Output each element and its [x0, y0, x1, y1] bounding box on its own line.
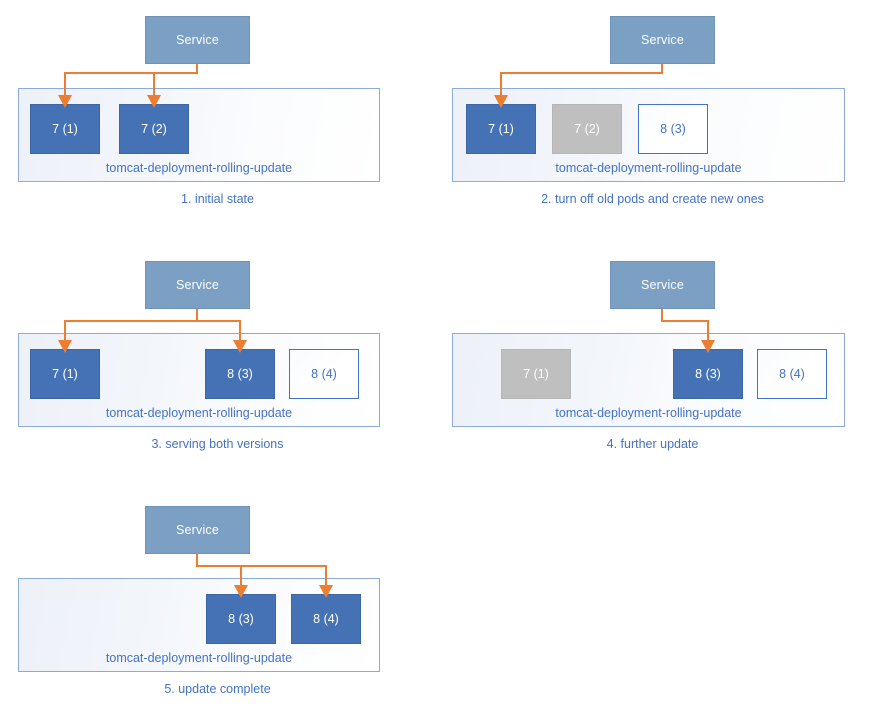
pod-label: 7 (1) — [488, 122, 514, 136]
panel-caption: 3. serving both versions — [151, 437, 284, 451]
pod-8-4[interactable]: 8 (4) — [289, 349, 359, 399]
panel-initial-state: tomcat-deployment-rolling-update 7 (1) 7… — [0, 0, 435, 225]
panel-caption: 5. update complete — [164, 682, 271, 696]
panel-body: tomcat-deployment-rolling-update 7 (1) 7… — [0, 0, 435, 190]
pod-label: 8 (4) — [779, 367, 805, 381]
service-label: Service — [175, 33, 220, 47]
pod-8-3[interactable]: 8 (3) — [206, 594, 276, 644]
pod-7-1[interactable]: 7 (1) — [466, 104, 536, 154]
panel-body: tomcat-deployment-rolling-update 7 (1) 8… — [435, 245, 870, 435]
pod-label: 8 (3) — [695, 367, 721, 381]
panel-caption: 1. initial state — [181, 192, 254, 206]
panel-serving-both-versions: tomcat-deployment-rolling-update 7 (1) 8… — [0, 245, 435, 470]
pod-label: 8 (4) — [313, 612, 339, 626]
panel-body: tomcat-deployment-rolling-update 7 (1) 7… — [435, 0, 870, 190]
panel-body: tomcat-deployment-rolling-update 8 (3) 8… — [0, 490, 435, 680]
pod-label: 7 (2) — [574, 122, 600, 136]
panel-update-complete: tomcat-deployment-rolling-update 8 (3) 8… — [0, 490, 435, 715]
pod-8-3[interactable]: 8 (3) — [638, 104, 708, 154]
pod-label: 7 (1) — [523, 367, 549, 381]
deployment-label: tomcat-deployment-rolling-update — [555, 406, 742, 420]
deployment-label: tomcat-deployment-rolling-update — [105, 406, 293, 420]
pod-8-3[interactable]: 8 (3) — [673, 349, 743, 399]
pod-label: 7 (1) — [52, 122, 78, 136]
service-box[interactable]: Service — [610, 16, 715, 64]
pod-label: 8 (3) — [227, 367, 253, 381]
service-label: Service — [175, 523, 220, 537]
panel-caption: 2. turn off old pods and create new ones — [541, 192, 764, 206]
pod-7-2[interactable]: 7 (2) — [552, 104, 622, 154]
pod-8-4[interactable]: 8 (4) — [757, 349, 827, 399]
panel-turn-off-old-pods: tomcat-deployment-rolling-update 7 (1) 7… — [435, 0, 870, 225]
pod-7-1[interactable]: 7 (1) — [501, 349, 571, 399]
pod-8-3[interactable]: 8 (3) — [205, 349, 275, 399]
service-label: Service — [175, 278, 220, 292]
service-box[interactable]: Service — [145, 261, 250, 309]
pod-label: 8 (3) — [228, 612, 254, 626]
service-label: Service — [640, 278, 685, 292]
pod-label: 8 (4) — [311, 367, 337, 381]
pod-label: 7 (2) — [141, 122, 167, 136]
pod-7-2[interactable]: 7 (2) — [119, 104, 189, 154]
service-box[interactable]: Service — [145, 506, 250, 554]
service-box[interactable]: Service — [610, 261, 715, 309]
service-label: Service — [640, 33, 685, 47]
deployment-label: tomcat-deployment-rolling-update — [105, 651, 293, 665]
panel-body: tomcat-deployment-rolling-update 7 (1) 8… — [0, 245, 435, 435]
pod-7-1[interactable]: 7 (1) — [30, 104, 100, 154]
pod-8-4[interactable]: 8 (4) — [291, 594, 361, 644]
pod-7-1[interactable]: 7 (1) — [30, 349, 100, 399]
panel-further-update: tomcat-deployment-rolling-update 7 (1) 8… — [435, 245, 870, 470]
pod-label: 8 (3) — [660, 122, 686, 136]
deployment-label: tomcat-deployment-rolling-update — [105, 161, 293, 175]
pod-label: 7 (1) — [52, 367, 78, 381]
service-box[interactable]: Service — [145, 16, 250, 64]
panel-caption: 4. further update — [606, 437, 699, 451]
deployment-label: tomcat-deployment-rolling-update — [555, 161, 742, 175]
